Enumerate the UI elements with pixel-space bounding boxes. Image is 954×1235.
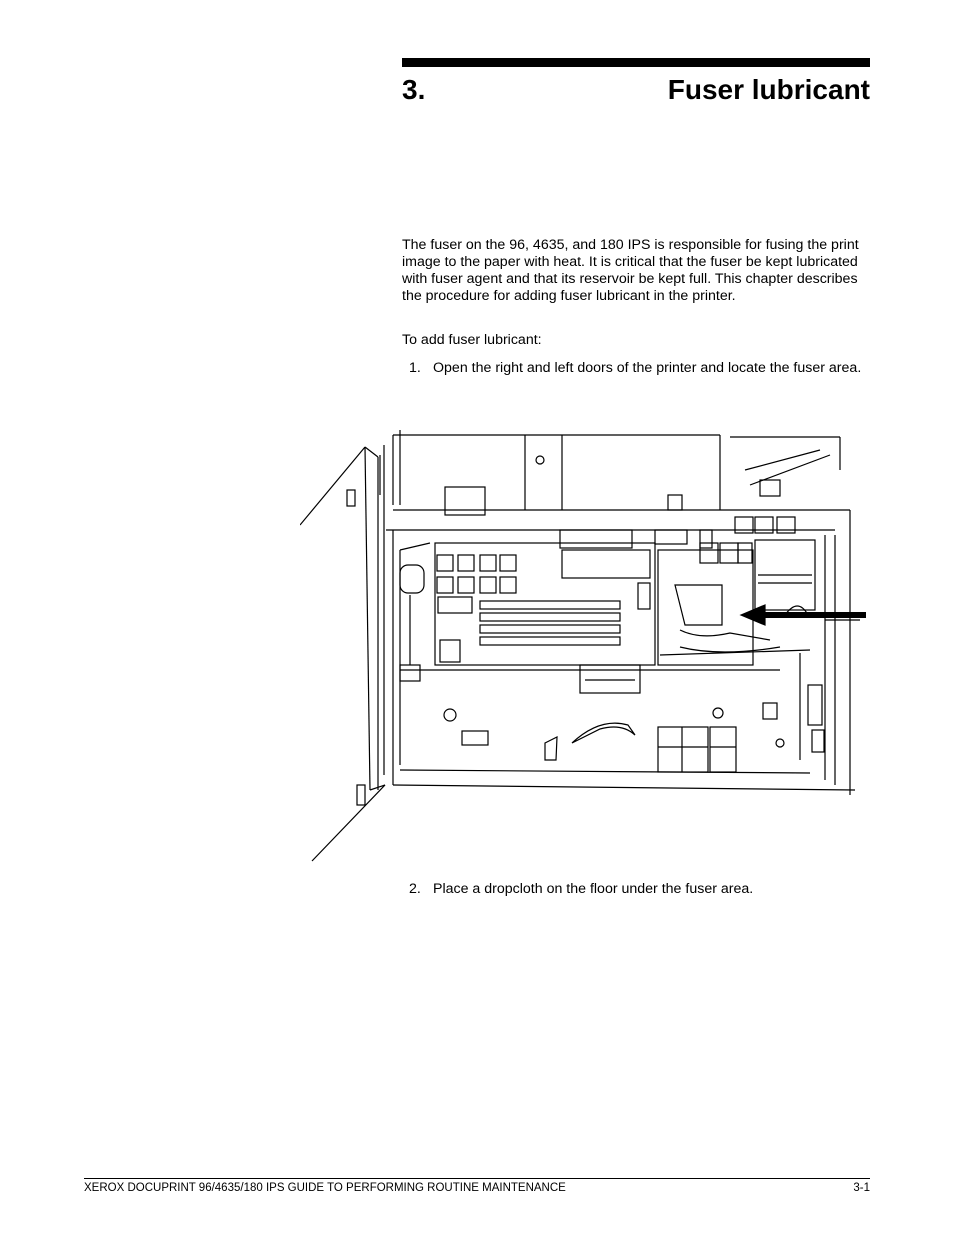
fuser-pointer-arrow (739, 604, 866, 626)
right-side-drawing (825, 510, 860, 795)
footer-document-title: XEROX DOCUPRINT 96/4635/180 IPS GUIDE TO… (84, 1182, 566, 1194)
top-section-drawing (392, 430, 841, 516)
footer-rule (84, 1178, 870, 1179)
main-frame-drawing (386, 509, 856, 791)
fuser-area-illustration (300, 430, 866, 862)
chapter-title: Fuser lubricant (667, 74, 870, 105)
left-door-drawing (300, 445, 386, 862)
chapter-top-rule (402, 58, 870, 67)
lead-in-text: To add fuser lubricant: (402, 332, 542, 348)
step-number: 2. (409, 881, 421, 897)
step-number: 1. (409, 360, 421, 376)
step-text: Open the right and left doors of the pri… (433, 360, 862, 376)
footer-page-number: 3-1 (853, 1182, 870, 1194)
fuser-module-drawing (657, 539, 816, 666)
chapter-number: 3. (402, 74, 426, 105)
step-text: Place a dropcloth on the floor under the… (433, 881, 754, 897)
intro-paragraph: The fuser on the 96, 4635, and 180 IPS i… (402, 237, 859, 304)
circuit-board-drawing (399, 542, 656, 670)
lower-section-drawing (399, 653, 825, 773)
